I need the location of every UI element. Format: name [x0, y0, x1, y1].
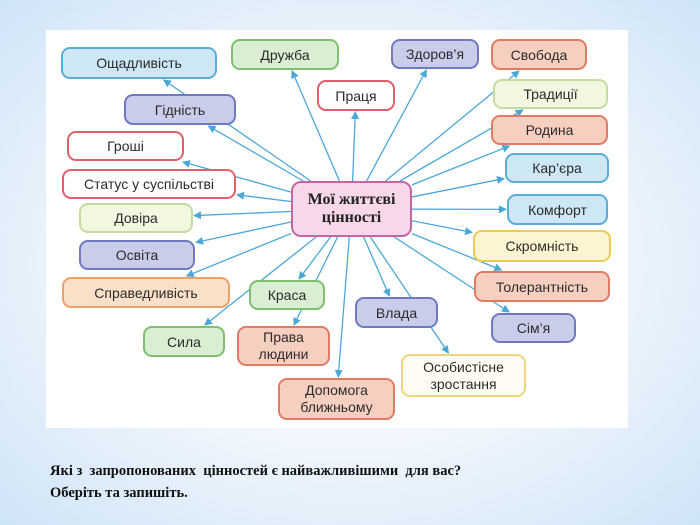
node-label: Кар’єра — [532, 160, 582, 176]
node-label: Влада — [375, 304, 418, 321]
node-rodyna: Родина — [491, 115, 608, 145]
node-status: Статус у суспільстві — [62, 169, 236, 199]
arrow-to-tolerantnist — [411, 233, 503, 272]
node-osvita: Освіта — [79, 240, 195, 270]
arrow-to-zdorovya — [366, 69, 427, 182]
node-label: Довіра — [114, 210, 158, 226]
node-label: Праця — [335, 87, 377, 104]
values-diagram: Мої життєві цінності Ощадливість Дружба … — [46, 30, 628, 428]
node-svoboda: Свобода — [491, 39, 587, 70]
arrow-to-dovira — [193, 210, 292, 220]
arrow-to-druzhba — [291, 70, 341, 182]
node-simya: Сім’я — [491, 313, 576, 343]
arrow-to-status — [236, 191, 292, 203]
node-druzhba: Дружба — [231, 39, 339, 70]
connector-arrows — [162, 69, 524, 378]
node-label: Статус у суспільстві — [84, 176, 214, 192]
node-tradytsii: Традиції — [493, 79, 608, 109]
node-label-line1: Права — [263, 329, 304, 345]
node-label: Комфорт — [528, 201, 587, 218]
node-prava-liudyny: Права людини — [237, 326, 330, 366]
node-vlada: Влада — [355, 297, 438, 328]
arrow-to-karyera — [411, 176, 505, 198]
arrow-to-dopomoha-blyzhnomu — [334, 236, 350, 378]
arrow-to-rodyna — [411, 144, 511, 186]
node-label-line2: ближньому — [300, 399, 373, 415]
arrow-to-pratsia — [351, 111, 360, 182]
node-zdorovya: Здоров’я — [391, 39, 479, 69]
node-label: Сім’я — [516, 320, 551, 336]
arrow-to-osobysteye-zrostannia — [369, 236, 449, 354]
arrow-to-spravedlyvist — [185, 232, 292, 278]
node-hidnist: Гідність — [124, 94, 236, 125]
node-hroshi: Гроші — [67, 131, 184, 161]
node-label: Сила — [167, 333, 201, 350]
node-label: Родина — [525, 122, 574, 138]
node-label: Гідність — [154, 101, 206, 118]
node-skromnist: Скромність — [473, 230, 611, 262]
node-label: Освіта — [115, 247, 159, 263]
question-text: Які з запропонованих цінностей є найважл… — [50, 460, 650, 504]
node-label-line2: людини — [258, 346, 309, 362]
node-syla: Сила — [143, 326, 225, 357]
node-label: Гроші — [107, 138, 144, 154]
node-karyera: Кар’єра — [505, 153, 609, 183]
question-line2: Оберіть та запишіть. — [50, 485, 188, 501]
node-label-line2: зростання — [430, 375, 497, 392]
arrow-to-hroshi — [181, 160, 292, 193]
node-pratsia: Праця — [317, 80, 395, 111]
node-krasa: Краса — [249, 280, 325, 310]
node-label: Дружба — [260, 46, 310, 63]
node-oshchadlyvist: Ощадливість — [61, 47, 217, 79]
node-label: Здоров’я — [405, 46, 465, 62]
arrow-to-krasa — [298, 236, 332, 280]
center-title-line2: цінності — [321, 209, 382, 226]
node-osobysteye-zrostannia: Особистісне зростання — [401, 354, 526, 397]
node-label: Краса — [267, 287, 307, 303]
node-label: Справедливість — [94, 284, 198, 301]
node-label-line1: Особистісне — [423, 358, 504, 375]
center-node-my-values: Мої життєві цінності — [291, 181, 412, 237]
node-spravedlyvist: Справедливість — [62, 277, 230, 308]
node-tolerantnist: Толерантність — [474, 271, 610, 302]
node-dovira: Довіра — [79, 203, 193, 233]
node-label: Ощадливість — [96, 55, 182, 71]
arrow-to-vlada — [363, 236, 391, 297]
node-label: Традиції — [523, 86, 578, 102]
arrow-to-osvita — [195, 221, 292, 245]
question-line1: Які з запропонованих цінностей є найважл… — [50, 463, 462, 479]
node-dopomoha-blyzhnomu: Допомога ближньому — [278, 378, 395, 420]
node-label: Толерантність — [495, 278, 589, 295]
arrow-to-hidnist — [207, 125, 304, 182]
node-komfort: Комфорт — [507, 194, 608, 225]
node-label: Свобода — [510, 46, 568, 63]
node-label-line1: Допомога — [305, 382, 368, 398]
arrow-to-skromnist — [411, 220, 473, 235]
node-label: Скромність — [505, 238, 579, 254]
center-title-line1: Мої життєві — [307, 191, 396, 208]
